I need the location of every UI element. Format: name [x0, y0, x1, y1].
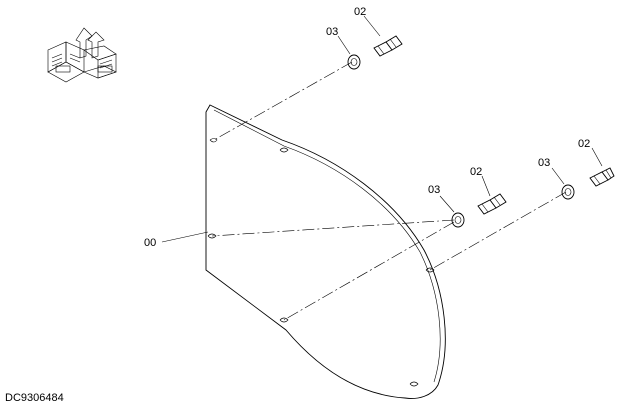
machine-orientation-icon [47, 27, 117, 83]
part-labels: 02 03 02 03 02 03 00 [144, 6, 590, 249]
label-bolt-b: 02 [470, 166, 482, 178]
bolt-c [589, 167, 615, 187]
bolt-a [373, 35, 403, 57]
label-washer-c: 03 [538, 157, 550, 169]
washer-b [451, 212, 465, 228]
cover-plate [205, 104, 446, 399]
label-washer-a: 03 [326, 26, 338, 38]
label-cover: 00 [144, 237, 156, 249]
label-bolt-c: 02 [578, 138, 590, 150]
alignment-lines [211, 61, 567, 321]
washer-a [347, 54, 361, 70]
drawing-code: DC9306484 [5, 392, 64, 404]
bolt-b [477, 193, 507, 215]
label-bolt-a: 02 [354, 6, 366, 18]
washer-c [561, 184, 575, 200]
leader-lines [161, 15, 603, 243]
label-washer-b: 03 [428, 184, 440, 196]
